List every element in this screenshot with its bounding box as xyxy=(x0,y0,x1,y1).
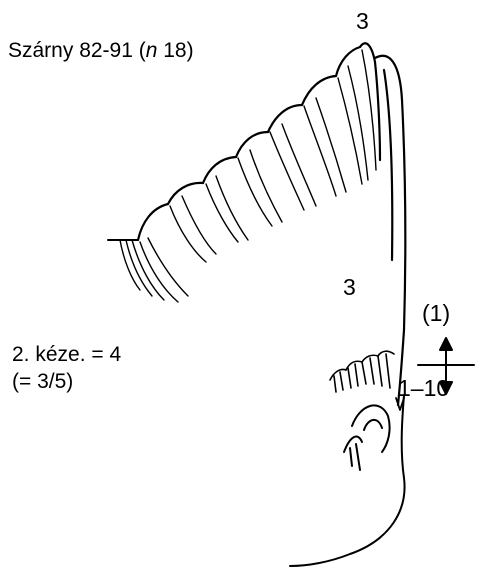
secondary-feathers xyxy=(330,351,404,410)
feather-outline xyxy=(336,47,360,76)
range-top-label: (1) xyxy=(422,302,450,325)
feather-shafts xyxy=(120,50,376,302)
feather-outline xyxy=(138,204,168,240)
formula-line-2: (= 3/5) xyxy=(12,371,73,392)
figure-title: Szárny 82-91 (n 18) xyxy=(8,40,194,61)
range-bottom-label: 1–10 xyxy=(398,377,449,400)
feather-outline xyxy=(236,132,268,157)
feather-outline xyxy=(168,183,203,204)
feather-outline xyxy=(203,157,236,183)
feather-outline xyxy=(384,70,392,260)
formula-line-1: 2. kéze. = 4 xyxy=(12,344,121,365)
feather-outline xyxy=(302,76,336,105)
secondary-outline xyxy=(330,369,346,380)
primary-top-label: 3 xyxy=(356,10,369,33)
primary-mid-label: 3 xyxy=(343,276,356,299)
lower-wing xyxy=(290,395,405,566)
feather-outline xyxy=(268,105,302,132)
